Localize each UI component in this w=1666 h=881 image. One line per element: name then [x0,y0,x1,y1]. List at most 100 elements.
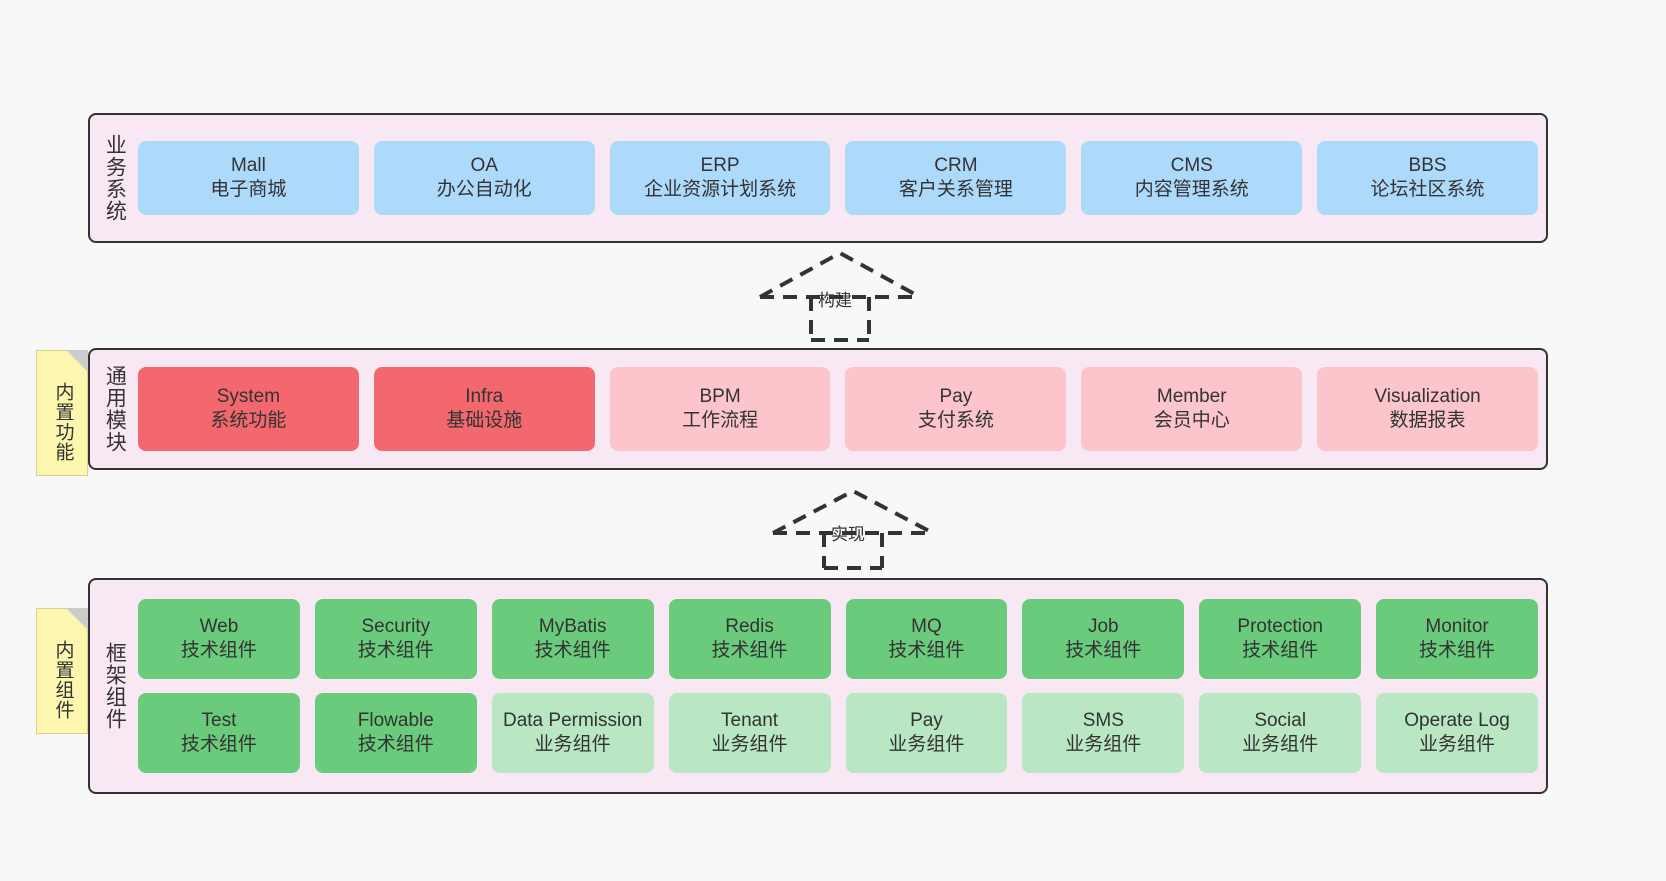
card-pay-module-title: Pay [939,386,973,408]
card-operate-log-title: Operate Log [1404,710,1510,732]
card-bpm[interactable]: BPM 工作流程 [609,367,831,451]
common-modules-row: System 系统功能 Infra 基础设施 BPM 工作流程 Pay 支付系统… [138,367,1538,451]
layer-common-modules-body: System 系统功能 Infra 基础设施 BPM 工作流程 Pay 支付系统… [138,350,1546,468]
card-flowable[interactable]: Flowable 技术组件 [314,693,477,773]
card-visualization-title: Visualization [1374,386,1481,408]
card-member-subtitle: 会员中心 [1153,410,1230,431]
card-protection[interactable]: Protection 技术组件 [1199,599,1362,679]
card-cms[interactable]: CMS 内容管理系统 [1081,141,1303,215]
layer-framework-components-body: Web 技术组件 Security 技术组件 MyBatis 技术组件 Redi… [138,580,1546,792]
card-bpm-subtitle: 工作流程 [682,410,759,431]
card-mybatis[interactable]: MyBatis 技术组件 [491,599,654,679]
note-builtin-features: 内置功能 [36,350,88,476]
card-mall[interactable]: Mall 电子商城 [138,141,359,215]
card-social[interactable]: Social 业务组件 [1199,693,1362,773]
card-data-permission-title: Data Permission [502,710,643,732]
business-systems-row: Mall 电子商城 OA 办公自动化 ERP 企业资源计划系统 CRM 客户关系… [138,141,1538,215]
card-mall-subtitle: 电子商城 [210,179,287,200]
card-pay-component-title: Pay [910,710,943,732]
card-visualization-subtitle: 数据报表 [1389,410,1466,431]
card-infra[interactable]: Infra 基础设施 [373,367,595,451]
framework-business-components-row: Test 技术组件 Flowable 技术组件 Data Permission … [138,693,1538,773]
card-bbs[interactable]: BBS 论坛社区系统 [1317,141,1538,215]
card-tenant-title: Tenant [721,710,779,732]
card-pay-component[interactable]: Pay 业务组件 [845,693,1008,773]
card-mq[interactable]: MQ 技术组件 [845,599,1008,679]
card-member-title: Member [1156,386,1227,408]
card-visualization[interactable]: Visualization 数据报表 [1317,367,1538,451]
card-pay-module-subtitle: 支付系统 [917,410,994,431]
layer-business-systems: 业务系统 Mall 电子商城 OA 办公自动化 ERP 企业资源计划系统 CRM [88,113,1548,243]
card-data-permission-subtitle: 业务组件 [534,734,611,755]
note-builtin-components: 内置组件 [36,608,88,734]
card-oa-subtitle: 办公自动化 [436,179,532,200]
card-oa[interactable]: OA 办公自动化 [373,141,595,215]
arrow-build-icon [759,250,921,342]
layer-common-modules: 通用模块 System 系统功能 Infra 基础设施 BPM 工作流程 Pay [88,348,1548,470]
arrow-build-label: 构建 [818,291,852,310]
card-protection-title: Protection [1237,616,1323,638]
layer-framework-components-title: 框架组件 [103,642,127,730]
card-security[interactable]: Security 技术组件 [314,599,477,679]
card-protection-subtitle: 技术组件 [1242,640,1319,661]
framework-tech-components-row: Web 技术组件 Security 技术组件 MyBatis 技术组件 Redi… [138,599,1538,679]
arrow-implement-label: 实现 [831,525,865,544]
card-test[interactable]: Test 技术组件 [138,693,300,773]
card-crm-title: CRM [934,155,978,177]
card-web-subtitle: 技术组件 [180,640,257,661]
card-social-title: Social [1254,710,1307,732]
layer-common-modules-title: 通用模块 [103,365,127,453]
note-builtin-components-label: 内置组件 [52,640,74,720]
note-builtin-features-label: 内置功能 [52,382,74,462]
card-sms-title: SMS [1082,710,1124,732]
card-infra-subtitle: 基础设施 [446,410,523,431]
card-crm[interactable]: CRM 客户关系管理 [845,141,1067,215]
card-test-title: Test [201,710,237,732]
card-system-subtitle: 系统功能 [210,410,287,431]
card-oa-title: OA [470,155,498,177]
card-data-permission[interactable]: Data Permission 业务组件 [491,693,654,773]
card-system-title: System [216,386,281,408]
card-job[interactable]: Job 技术组件 [1022,599,1185,679]
card-bpm-title: BPM [699,386,741,408]
card-tenant[interactable]: Tenant 业务组件 [668,693,831,773]
card-monitor[interactable]: Monitor 技术组件 [1376,599,1538,679]
card-test-subtitle: 技术组件 [180,734,257,755]
card-redis-title: Redis [725,616,774,638]
card-monitor-subtitle: 技术组件 [1419,640,1496,661]
card-job-subtitle: 技术组件 [1065,640,1142,661]
card-cms-subtitle: 内容管理系统 [1134,179,1249,200]
card-erp[interactable]: ERP 企业资源计划系统 [609,141,831,215]
arrow-build: 构建 [755,250,925,342]
card-flowable-title: Flowable [357,710,434,732]
card-mybatis-subtitle: 技术组件 [534,640,611,661]
layer-framework-components: 框架组件 Web 技术组件 Security 技术组件 MyBatis 技术组件… [88,578,1548,794]
card-mq-title: MQ [911,616,942,638]
card-infra-title: Infra [465,386,504,408]
card-mall-title: Mall [230,155,266,177]
card-web[interactable]: Web 技术组件 [138,599,300,679]
card-erp-title: ERP [700,155,740,177]
layer-business-systems-body: Mall 电子商城 OA 办公自动化 ERP 企业资源计划系统 CRM 客户关系… [138,115,1546,241]
card-crm-subtitle: 客户关系管理 [898,179,1013,200]
layer-business-systems-title: 业务系统 [103,134,127,222]
card-bbs-title: BBS [1408,155,1447,177]
card-system[interactable]: System 系统功能 [138,367,359,451]
card-security-subtitle: 技术组件 [357,640,434,661]
card-sms[interactable]: SMS 业务组件 [1022,693,1185,773]
card-web-title: Web [199,616,239,638]
card-pay-component-subtitle: 业务组件 [888,734,965,755]
card-operate-log[interactable]: Operate Log 业务组件 [1376,693,1538,773]
card-sms-subtitle: 业务组件 [1065,734,1142,755]
card-flowable-subtitle: 技术组件 [357,734,434,755]
card-pay-module[interactable]: Pay 支付系统 [845,367,1067,451]
card-operate-log-subtitle: 业务组件 [1419,734,1496,755]
card-erp-subtitle: 企业资源计划系统 [644,179,797,200]
card-member[interactable]: Member 会员中心 [1081,367,1303,451]
card-monitor-title: Monitor [1425,616,1489,638]
card-redis[interactable]: Redis 技术组件 [668,599,831,679]
card-mybatis-title: MyBatis [538,616,607,638]
card-mq-subtitle: 技术组件 [888,640,965,661]
card-redis-subtitle: 技术组件 [711,640,788,661]
